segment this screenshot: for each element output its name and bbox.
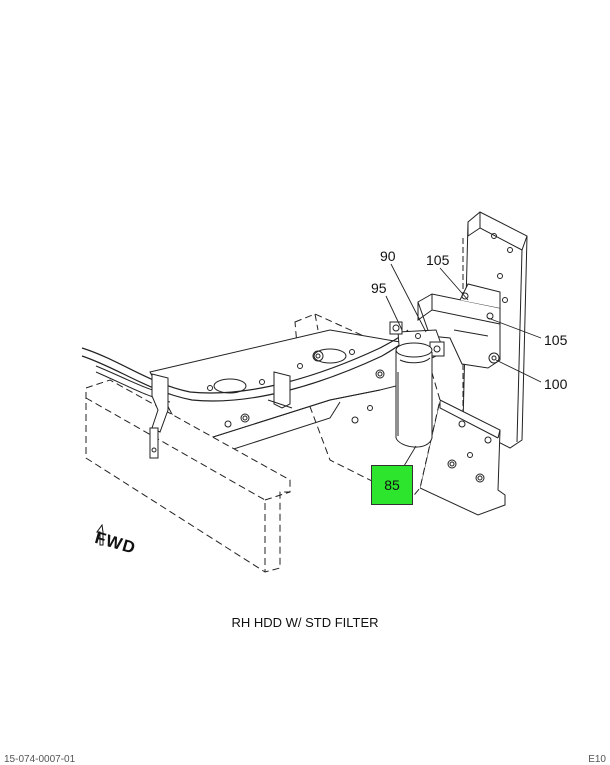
leader-lines [385, 263, 542, 467]
fwd-arrow-icon [96, 524, 104, 546]
filter-canister [395, 342, 433, 448]
callout-85-highlight[interactable]: 85 [371, 465, 413, 505]
filter-bracket [417, 283, 501, 369]
callout-95: 95 [371, 280, 387, 296]
line-clips [149, 371, 293, 459]
diagram-caption: RH HDD W/ STD FILTER [231, 615, 379, 630]
callout-100: 100 [544, 376, 568, 392]
callout-105-right: 105 [544, 332, 568, 348]
callout-105-top: 105 [426, 252, 450, 268]
footer-drawing-number: 15-074-0007-01 [4, 754, 76, 765]
callout-90: 90 [380, 248, 396, 264]
lower-frame [419, 399, 506, 516]
lower-channel [85, 379, 291, 573]
callout-85: 85 [384, 477, 400, 493]
footer-page-code: E10 [588, 754, 606, 765]
